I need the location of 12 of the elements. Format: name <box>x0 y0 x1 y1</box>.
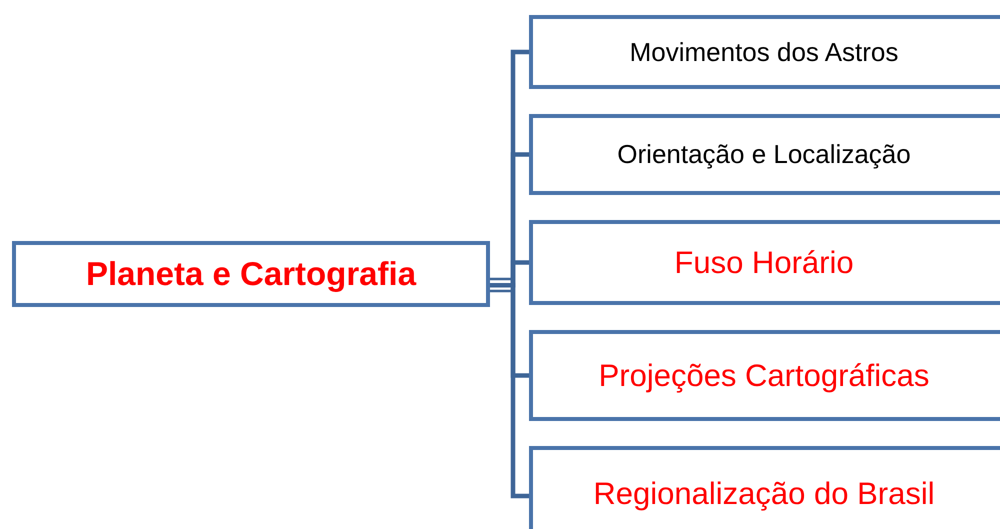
topic-label: Fuso Horário <box>674 244 854 280</box>
topic-label: Projeções Cartográficas <box>598 358 930 394</box>
topic-box <box>529 330 1000 421</box>
topic-box <box>529 15 1000 89</box>
topic-box <box>529 220 1000 305</box>
topic-box <box>529 446 1000 529</box>
topic-label: Planeta e Cartografia <box>86 255 416 293</box>
topic-box <box>12 241 490 307</box>
topic-box <box>529 114 1000 195</box>
topic-label: Movimentos dos Astros <box>630 36 898 68</box>
topic-label: Regionalização do Brasil <box>593 476 935 512</box>
topic-label: Orientação e Localização <box>617 139 911 170</box>
